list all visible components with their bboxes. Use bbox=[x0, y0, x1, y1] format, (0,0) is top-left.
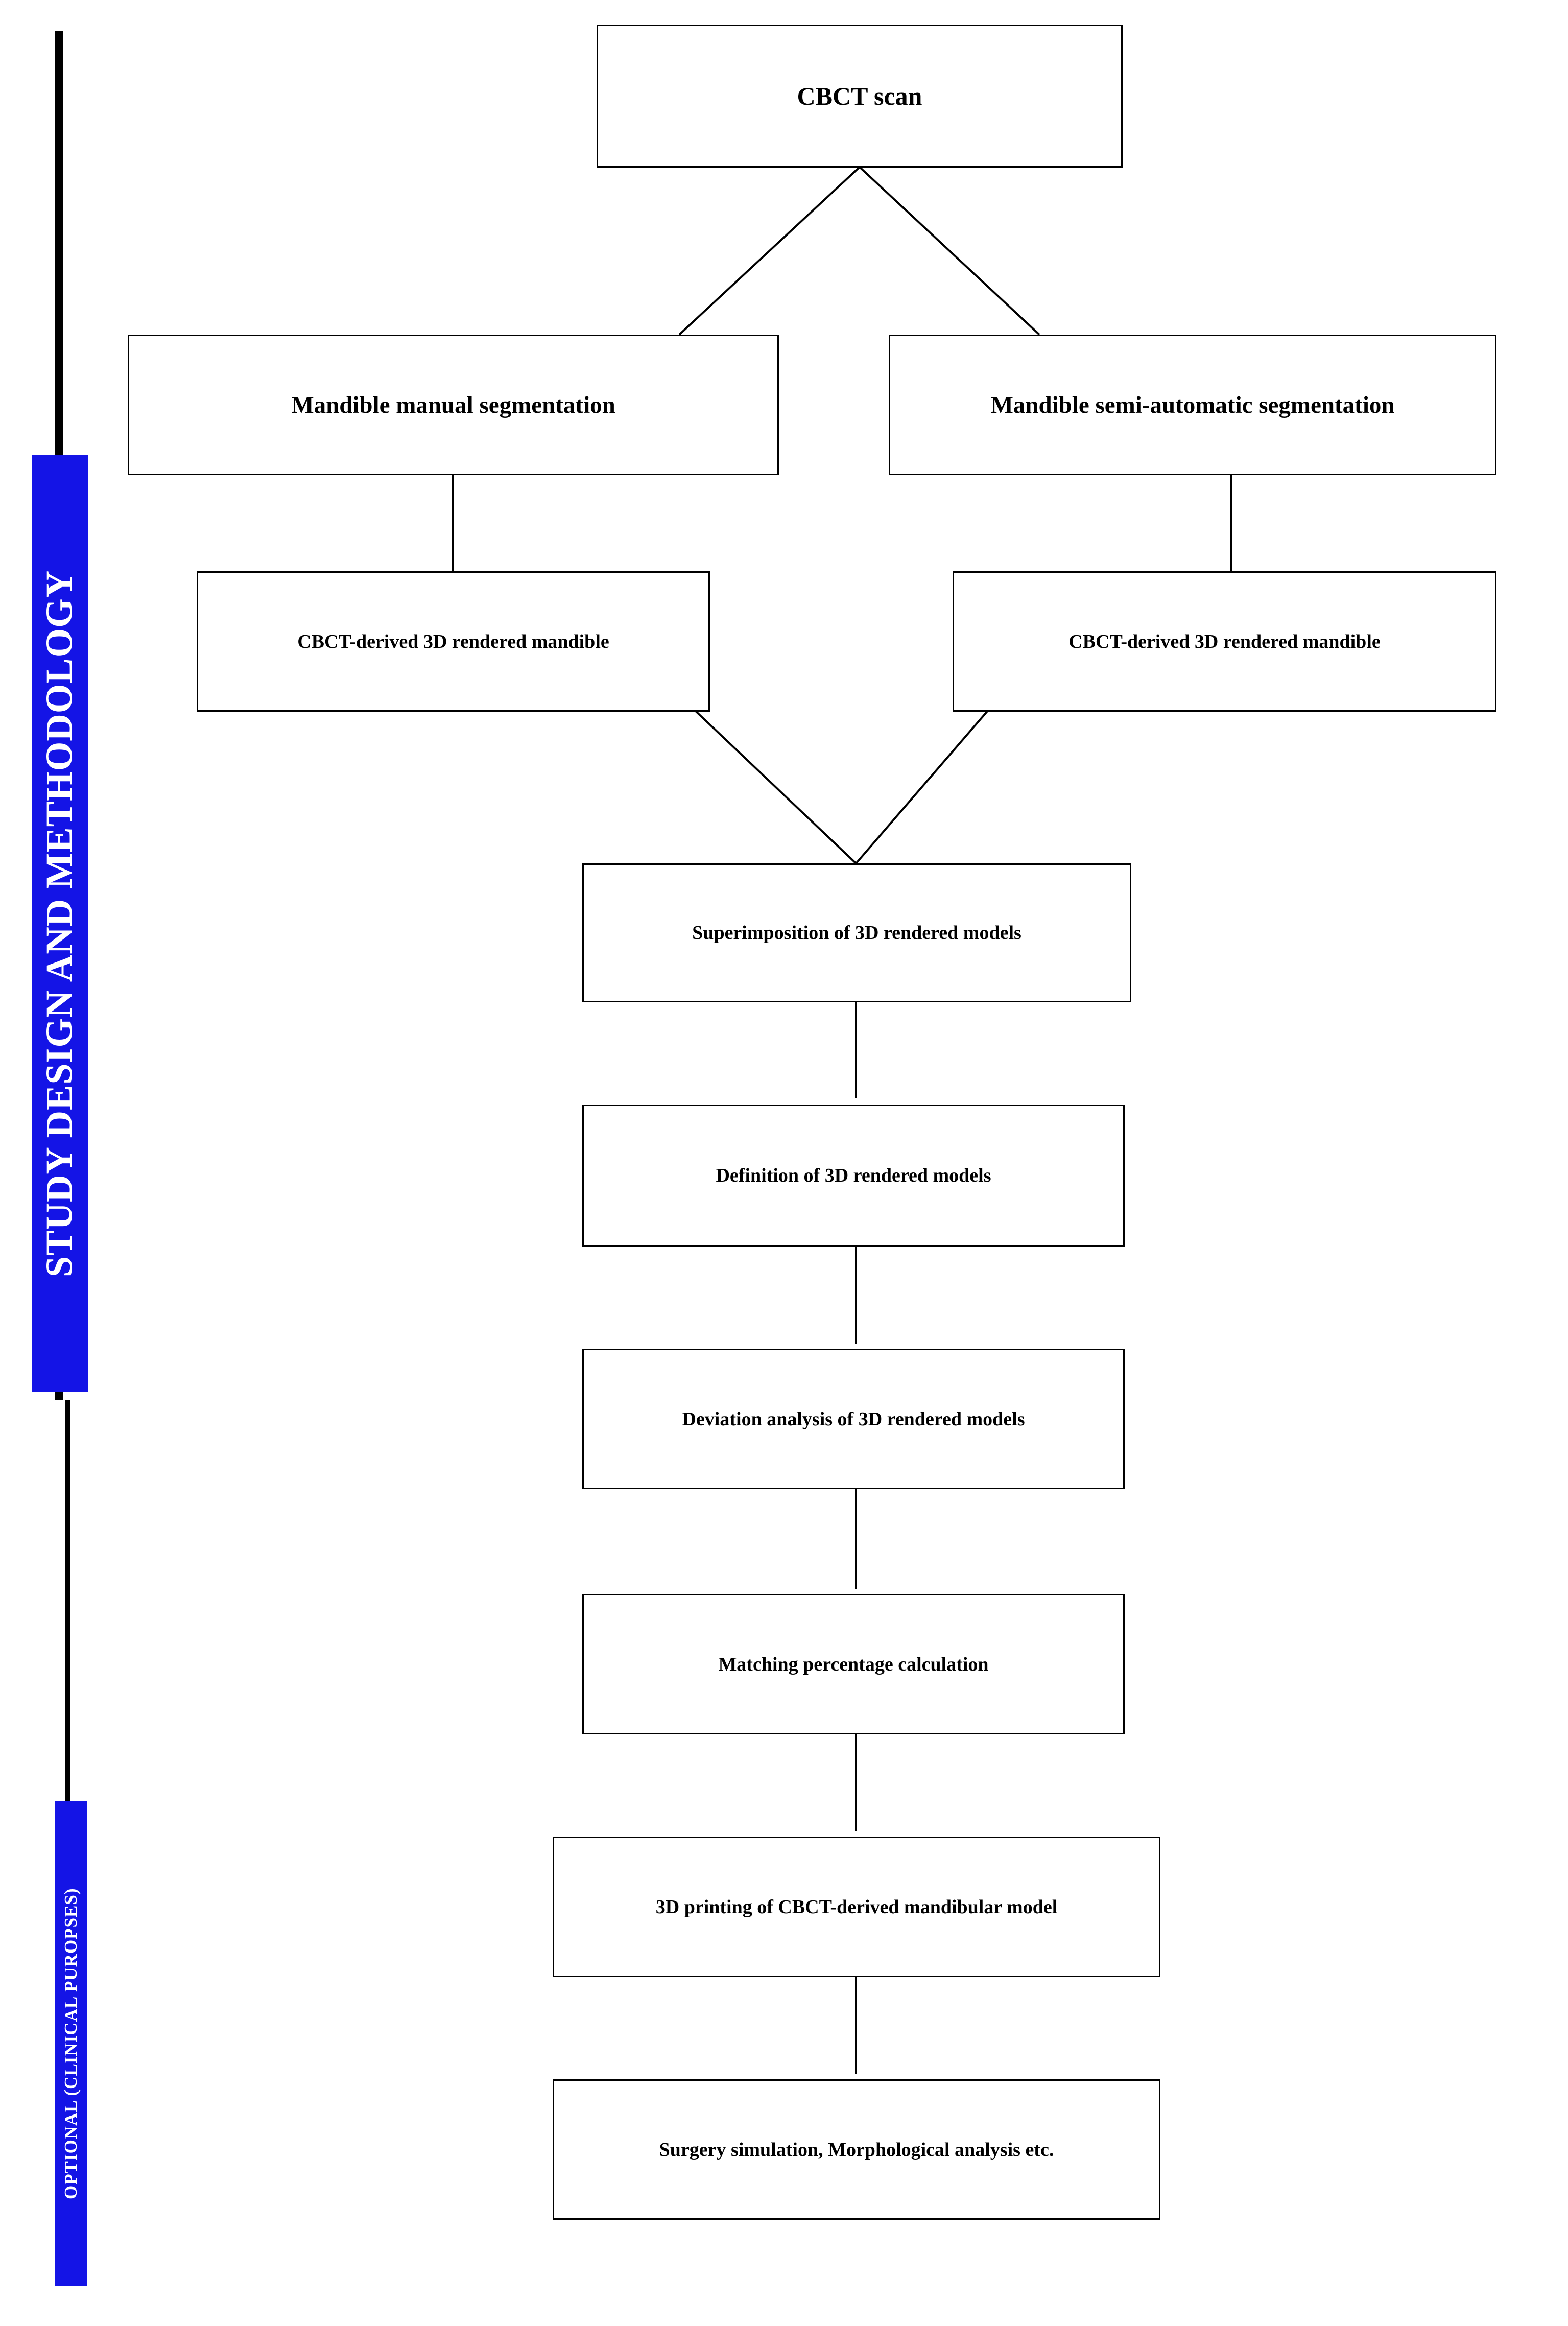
node-semi-automatic-segmentation[interactable]: Mandible semi-automatic segmentation bbox=[889, 335, 1496, 475]
node-matching-percentage[interactable]: Matching percentage calculation bbox=[582, 1594, 1125, 1734]
rail-label-optional: OPTIONAL (CLINICAL PUROPSES) bbox=[55, 1801, 87, 2286]
node-manual-segmentation[interactable]: Mandible manual segmentation bbox=[128, 335, 779, 475]
node-superimposition[interactable]: Superimposition of 3D rendered models bbox=[582, 863, 1131, 1002]
optional-rail-line bbox=[65, 1400, 70, 1803]
node-cbct-scan[interactable]: CBCT scan bbox=[597, 25, 1123, 168]
node-surgery-simulation[interactable]: Surgery simulation, Morphological analys… bbox=[553, 2079, 1160, 2220]
rail-label-study-design: STUDY DESIGN AND METHODOLOGY bbox=[32, 455, 88, 1392]
node-derived-model-right[interactable]: CBCT-derived 3D rendered mandible bbox=[953, 571, 1496, 712]
node-3d-printing[interactable]: 3D printing of CBCT-derived mandibular m… bbox=[553, 1837, 1160, 1977]
node-deviation-analysis[interactable]: Deviation analysis of 3D rendered models bbox=[582, 1349, 1125, 1489]
node-definition[interactable]: Definition of 3D rendered models bbox=[582, 1105, 1125, 1247]
node-derived-model-left[interactable]: CBCT-derived 3D rendered mandible bbox=[197, 571, 710, 712]
